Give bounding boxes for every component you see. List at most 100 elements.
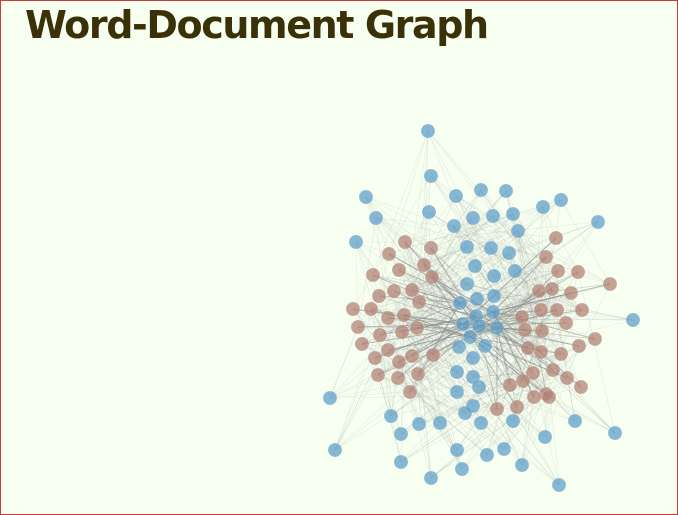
word-node[interactable] xyxy=(526,389,542,405)
word-node[interactable] xyxy=(367,350,383,366)
word-node[interactable] xyxy=(425,347,441,363)
document-node[interactable] xyxy=(553,192,569,208)
document-node[interactable] xyxy=(421,204,437,220)
word-node[interactable] xyxy=(545,362,561,378)
word-node[interactable] xyxy=(391,262,407,278)
document-node[interactable] xyxy=(483,240,499,256)
word-node[interactable] xyxy=(424,269,440,285)
document-node[interactable] xyxy=(449,384,465,400)
document-node[interactable] xyxy=(452,295,468,311)
document-node[interactable] xyxy=(459,276,475,292)
document-node[interactable] xyxy=(467,258,483,274)
word-node[interactable] xyxy=(394,324,410,340)
document-node[interactable] xyxy=(514,457,530,473)
word-node[interactable] xyxy=(553,346,569,362)
word-node[interactable] xyxy=(380,310,396,326)
word-node[interactable] xyxy=(548,230,564,246)
word-node[interactable] xyxy=(550,263,566,279)
word-node[interactable] xyxy=(520,340,536,356)
word-node[interactable] xyxy=(558,315,574,331)
document-node[interactable] xyxy=(462,329,478,345)
word-node[interactable] xyxy=(573,379,589,395)
document-node[interactable] xyxy=(501,245,517,261)
document-node[interactable] xyxy=(473,182,489,198)
word-node[interactable] xyxy=(570,264,586,280)
document-node[interactable] xyxy=(327,442,343,458)
word-node[interactable] xyxy=(525,365,541,381)
document-node[interactable] xyxy=(411,416,427,432)
document-node[interactable] xyxy=(551,477,567,493)
document-node[interactable] xyxy=(507,263,523,279)
document-node[interactable] xyxy=(537,429,553,445)
document-node[interactable] xyxy=(383,408,399,424)
word-node[interactable] xyxy=(386,283,402,299)
document-node[interactable] xyxy=(457,405,473,421)
document-node[interactable] xyxy=(498,183,514,199)
document-node[interactable] xyxy=(448,188,464,204)
word-node[interactable] xyxy=(409,320,425,336)
word-node[interactable] xyxy=(514,309,530,325)
document-node[interactable] xyxy=(567,413,583,429)
word-node[interactable] xyxy=(571,338,587,354)
document-node[interactable] xyxy=(449,442,465,458)
document-node[interactable] xyxy=(489,320,505,336)
document-node[interactable] xyxy=(625,312,641,328)
document-node[interactable] xyxy=(446,218,462,234)
document-node[interactable] xyxy=(510,223,526,239)
word-node[interactable] xyxy=(538,249,554,265)
word-node[interactable] xyxy=(390,370,406,386)
word-node[interactable] xyxy=(533,302,549,318)
word-node[interactable] xyxy=(350,319,366,335)
document-node[interactable] xyxy=(607,425,623,441)
word-node[interactable] xyxy=(559,370,575,386)
document-node[interactable] xyxy=(454,461,470,477)
word-node[interactable] xyxy=(397,234,413,250)
word-node[interactable] xyxy=(549,302,565,318)
document-node[interactable] xyxy=(322,390,338,406)
document-node[interactable] xyxy=(465,350,481,366)
word-node[interactable] xyxy=(574,302,590,318)
word-node[interactable] xyxy=(380,342,396,358)
document-node[interactable] xyxy=(486,268,502,284)
word-node[interactable] xyxy=(502,377,518,393)
document-node[interactable] xyxy=(471,379,487,395)
word-node[interactable] xyxy=(404,282,420,298)
document-node[interactable] xyxy=(505,413,521,429)
word-node[interactable] xyxy=(410,366,426,382)
document-node[interactable] xyxy=(485,208,501,224)
document-node[interactable] xyxy=(465,210,481,226)
word-node[interactable] xyxy=(402,384,418,400)
document-node[interactable] xyxy=(432,415,448,431)
word-node[interactable] xyxy=(517,322,533,338)
document-node[interactable] xyxy=(393,426,409,442)
word-node[interactable] xyxy=(411,294,427,310)
document-node[interactable] xyxy=(485,304,501,320)
word-node[interactable] xyxy=(396,307,412,323)
document-node[interactable] xyxy=(471,318,487,334)
word-node[interactable] xyxy=(370,367,386,383)
word-node[interactable] xyxy=(534,323,550,339)
document-node[interactable] xyxy=(505,206,521,222)
word-node[interactable] xyxy=(345,301,361,317)
document-node[interactable] xyxy=(420,123,436,139)
document-node[interactable] xyxy=(393,454,409,470)
document-node[interactable] xyxy=(348,234,364,250)
document-node[interactable] xyxy=(455,316,471,332)
document-node[interactable] xyxy=(423,168,439,184)
word-node[interactable] xyxy=(533,344,549,360)
document-node[interactable] xyxy=(473,415,489,431)
document-node[interactable] xyxy=(469,291,485,307)
word-node[interactable] xyxy=(404,348,420,364)
document-node[interactable] xyxy=(368,210,384,226)
word-node[interactable] xyxy=(544,281,560,297)
document-node[interactable] xyxy=(496,441,512,457)
document-node[interactable] xyxy=(423,470,439,486)
word-node[interactable] xyxy=(365,267,381,283)
document-node[interactable] xyxy=(449,364,465,380)
word-node[interactable] xyxy=(363,301,379,317)
word-node[interactable] xyxy=(423,240,439,256)
word-node[interactable] xyxy=(587,331,603,347)
word-node[interactable] xyxy=(416,257,432,273)
document-node[interactable] xyxy=(535,199,551,215)
